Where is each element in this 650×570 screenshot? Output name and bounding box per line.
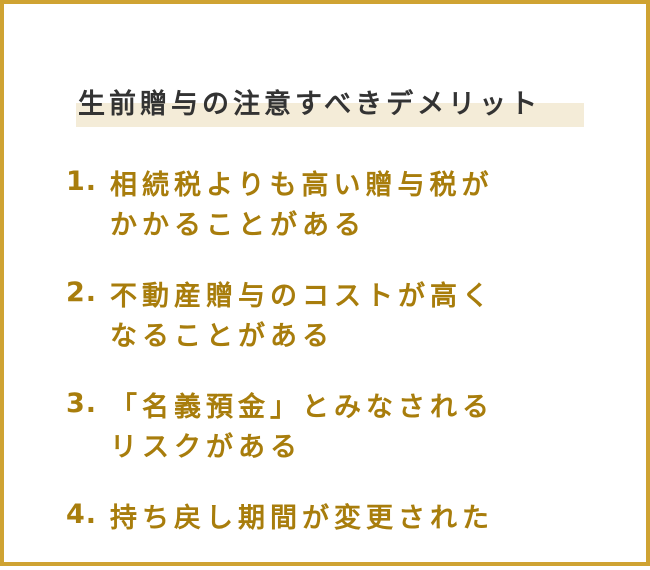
item-number: 3.	[66, 388, 98, 419]
item-text-line: 相続税よりも高い贈与税が	[110, 170, 494, 201]
heading-highlight	[76, 103, 584, 127]
demerit-list: 1. 相続税よりも高い贈与税が かかることがある 2. 不動産贈与のコストが高く…	[66, 166, 626, 570]
list-item: 2. 不動産贈与のコストが高く なることがある	[66, 277, 626, 357]
item-text-line: 持ち戻し期間が変更された	[110, 503, 494, 534]
list-item: 4. 持ち戻し期間が変更された	[66, 499, 626, 539]
item-text-line: リスクがある	[110, 432, 302, 463]
item-number: 2.	[66, 277, 98, 308]
list-item: 1. 相続税よりも高い贈与税が かかることがある	[66, 166, 626, 246]
item-text-line: 不動産贈与のコストが高く	[110, 281, 494, 312]
item-number: 1.	[66, 166, 98, 197]
list-item: 3. 「名義預金」とみなされる リスクがある	[66, 388, 626, 468]
item-text-line: なることがある	[110, 321, 334, 352]
item-text-line: 「名義預金」とみなされる	[110, 392, 494, 423]
item-number: 4.	[66, 499, 98, 530]
item-text-line: かかることがある	[110, 210, 366, 241]
heading: 生前贈与の注意すべきデメリット	[76, 80, 584, 127]
page-title: 生前贈与の注意すべきデメリット	[78, 89, 542, 120]
